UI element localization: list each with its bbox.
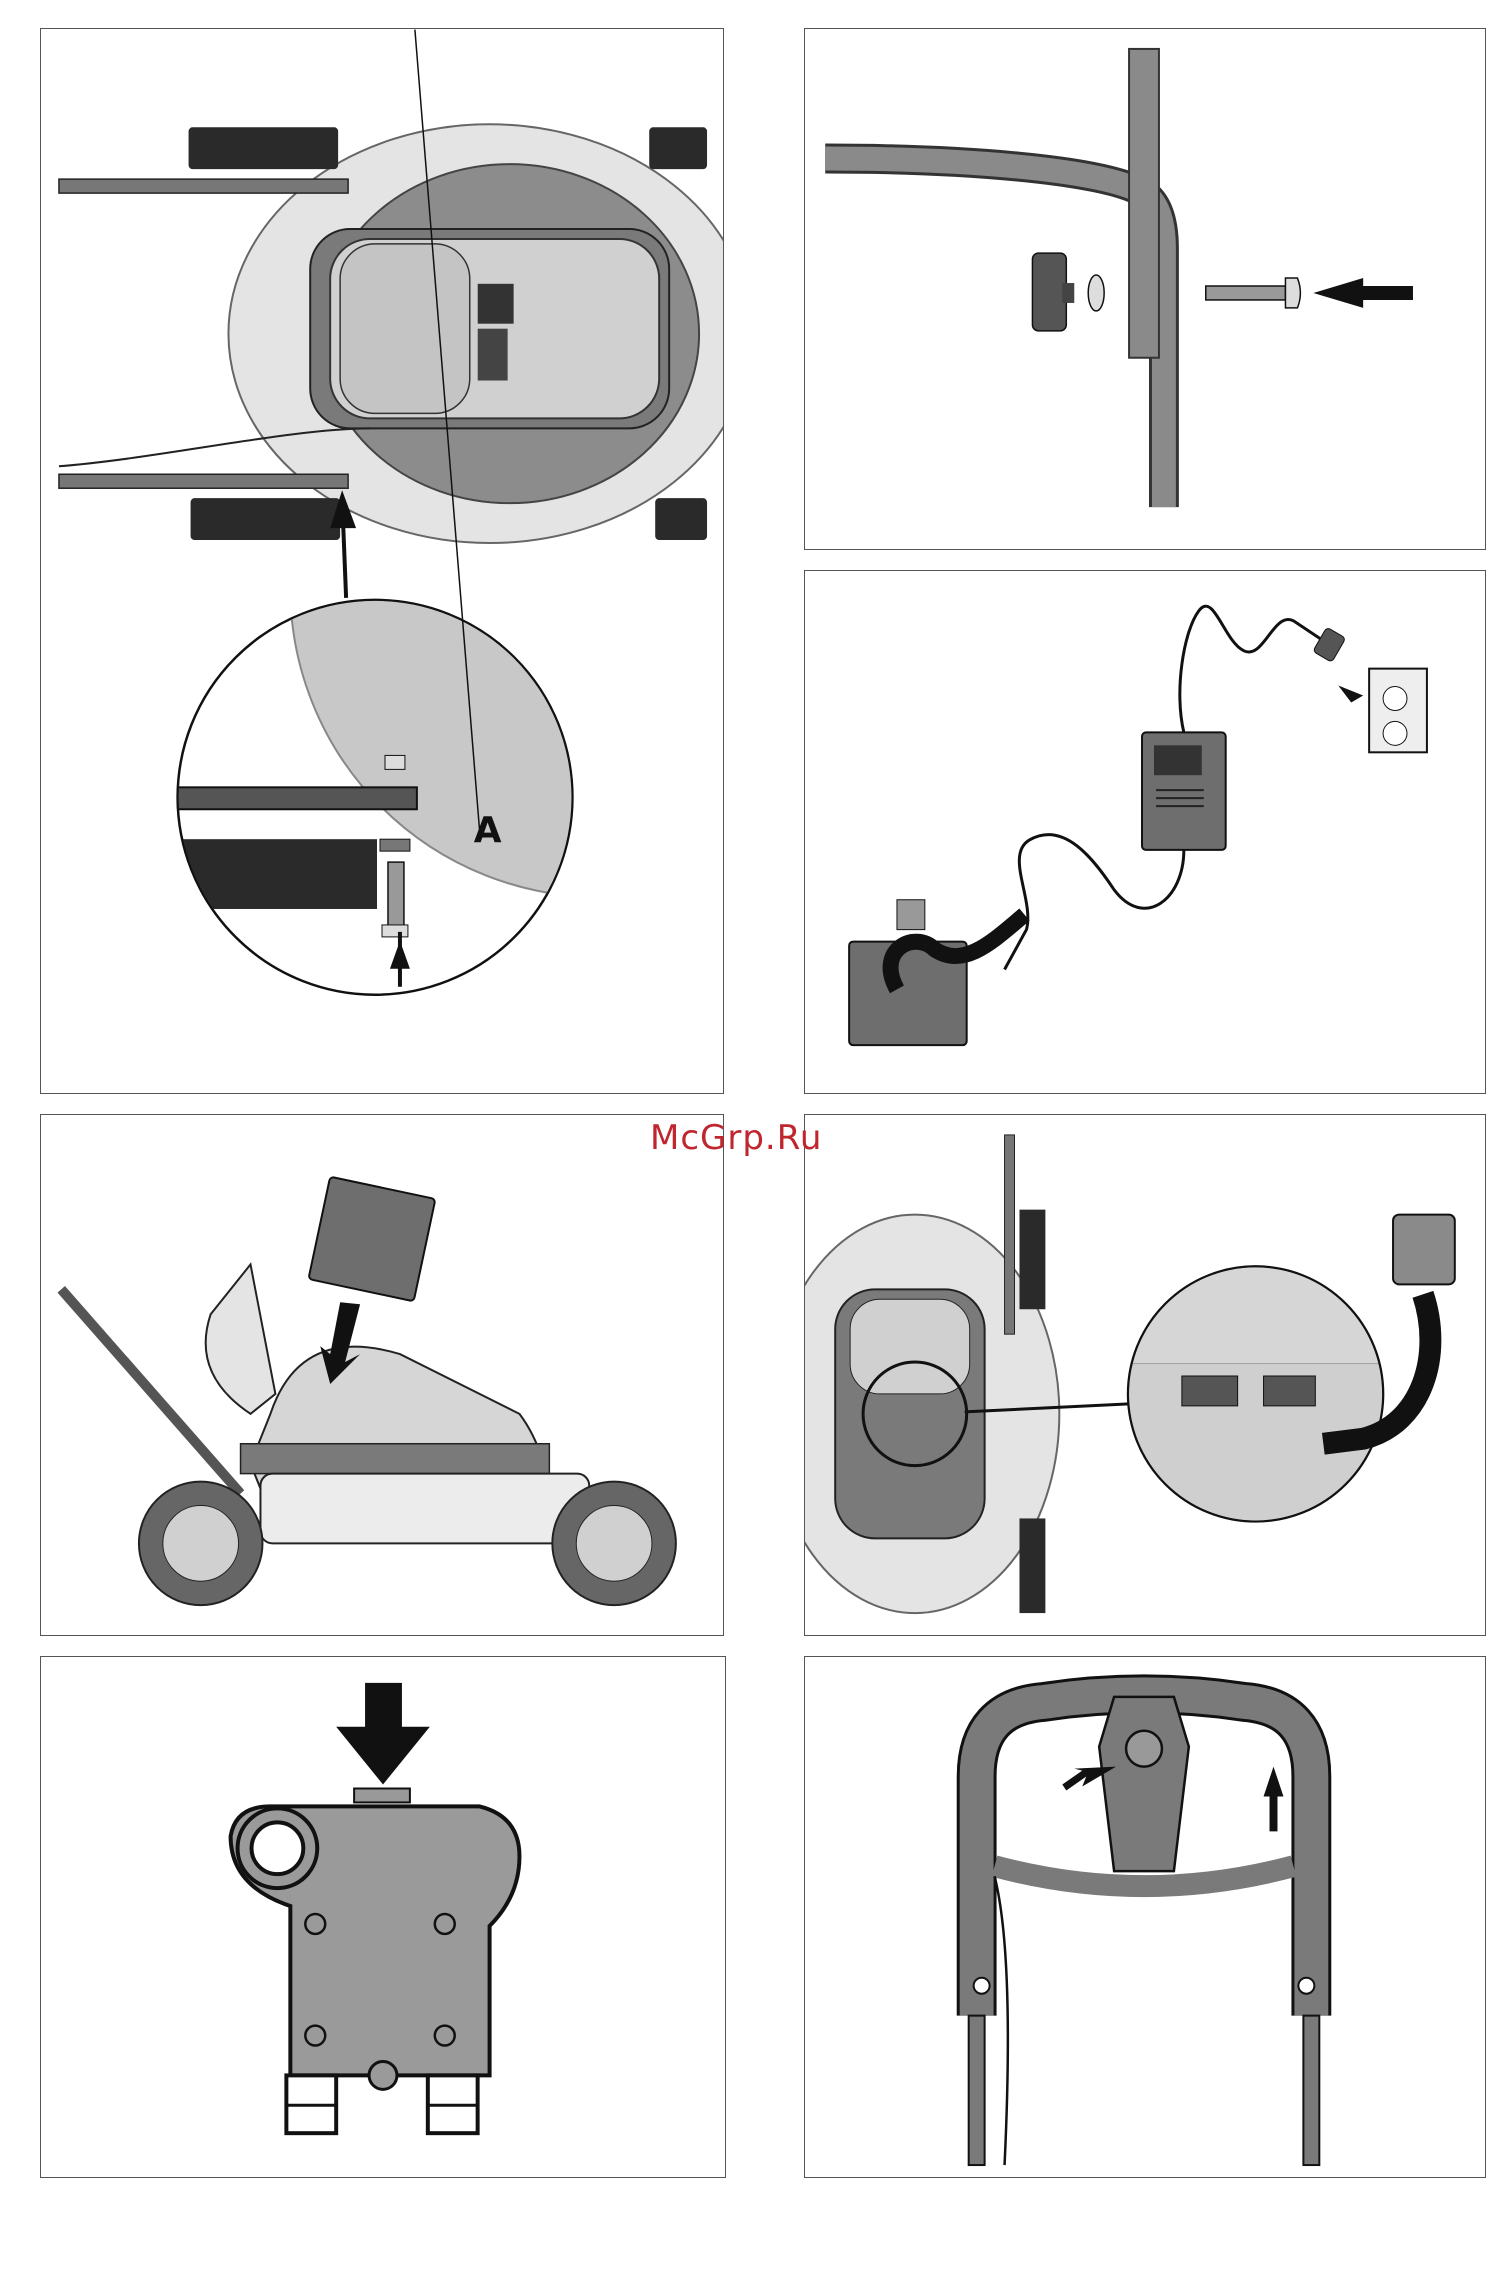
arrow-lever-icon [1264,1767,1284,1832]
panel-handle-key-slot [804,1656,1486,2178]
callout-label-a: A [474,810,502,851]
cover-handle [340,244,470,414]
wheel-upper [1019,1210,1045,1310]
wheel-front-left [191,498,341,540]
handle-bolt-illustration [805,29,1485,549]
charger-illustration [805,571,1485,1093]
arrow-left-icon [1313,278,1413,308]
wheel-rear-left [189,127,339,169]
mains-plug [1313,627,1346,662]
panel-handle-bolt [804,28,1486,550]
charge-port [1182,1376,1238,1406]
battery-socket-illustration [805,1115,1485,1635]
mains-cable [1180,606,1323,732]
safety-key-illustration [41,1657,725,2177]
safety-key [1393,1215,1455,1285]
watermark: McGrp.Ru [650,1118,822,1158]
open-cover [206,1264,276,1413]
panel-battery-insert [40,1114,724,1636]
panel-safety-key [40,1656,726,2178]
handle-tube-fill [825,159,1164,508]
handle-tube-right [1303,2016,1319,2165]
axle-bracket [178,787,417,809]
key-housing [1099,1697,1189,1871]
wheel-lower [1019,1518,1045,1613]
washer [1088,275,1104,311]
mower-deck-side [260,1474,589,1544]
wheel-front-right [655,498,707,540]
panel-battery-socket [804,1114,1486,1636]
battery-insert-illustration [41,1115,723,1635]
key-port [1264,1376,1316,1406]
carriage-bolt [1206,286,1286,300]
bolt [388,862,404,927]
handle-key-illustration [805,1657,1485,2177]
knob-nut [1032,253,1066,331]
battery-pack-side [308,1177,435,1302]
arrow-outlet-icon [1338,686,1363,703]
handle-bar-upper [59,179,348,193]
charging-socket [478,329,508,381]
mower-top-view-illustration: A [41,29,723,1093]
panel-charger-connection [804,570,1486,1094]
wheel-rear-right [649,127,707,169]
handle-tube-left [969,2016,985,2165]
wheel-detail [178,839,377,909]
arrow-press-icon [336,1683,430,1785]
charger-cable [1005,835,1184,970]
key-ring-hole [252,1822,304,1874]
handle-tube [825,159,1164,508]
handle-upper-tube [1129,49,1159,358]
key-slot [1126,1731,1162,1767]
handle-bar-lower [59,474,348,488]
key-socket [478,284,514,324]
panel-mower-top-view: A [40,28,724,1094]
